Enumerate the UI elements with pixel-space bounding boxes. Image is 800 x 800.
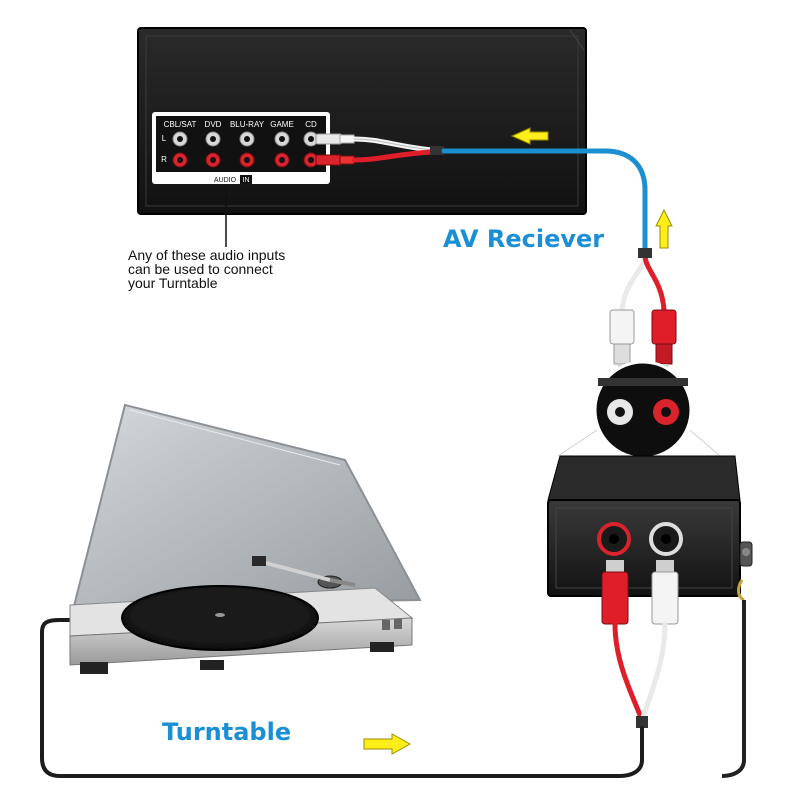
rca-plugs-turntable: [601, 560, 679, 625]
arrow-up-icon: [655, 208, 673, 249]
input-label-blu-ray: BLU-RAY: [230, 120, 265, 129]
note-line-2: can be used to connect: [128, 261, 273, 277]
cable-turntable-to-preamp: [40, 618, 668, 778]
ground-terminal: [739, 541, 753, 567]
input-label-game: GAME: [270, 120, 294, 129]
channel-label-left: L: [162, 134, 167, 143]
input-label-dvd: DVD: [205, 120, 222, 129]
receiver-input-panel: CBL/SAT DVD BLU-RAY GAME CD L R: [152, 112, 330, 184]
phono-preamp: [547, 455, 753, 597]
arrow-left-icon: [510, 127, 549, 145]
rca-plugs-receiver: [315, 133, 355, 166]
receiver-label: AV Reciever: [443, 225, 604, 253]
turntable: [69, 403, 422, 674]
dust-cover: [72, 403, 422, 608]
input-label-cd: CD: [305, 120, 317, 129]
output-jacks-inset: [593, 360, 693, 460]
turntable-label: Turntable: [162, 718, 291, 746]
av-receiver: CBL/SAT DVD BLU-RAY GAME CD L R: [137, 27, 587, 215]
jack-row-left: [172, 131, 319, 147]
channel-label-right: R: [161, 155, 167, 164]
note-line-1: Any of these audio inputs: [128, 247, 285, 263]
jack-row-right: [172, 152, 319, 168]
input-label-cbl-sat: CBL/SAT: [164, 120, 197, 129]
audio-section-tag: IN: [243, 177, 250, 184]
audio-section-label: AUDIO: [214, 177, 237, 184]
arrow-right-icon: [363, 733, 412, 755]
ground-wire: [721, 579, 746, 778]
tonearm: [252, 556, 356, 589]
cable-receiver-to-preamp: [351, 136, 667, 313]
note-line-3: your Turntable: [128, 275, 218, 291]
